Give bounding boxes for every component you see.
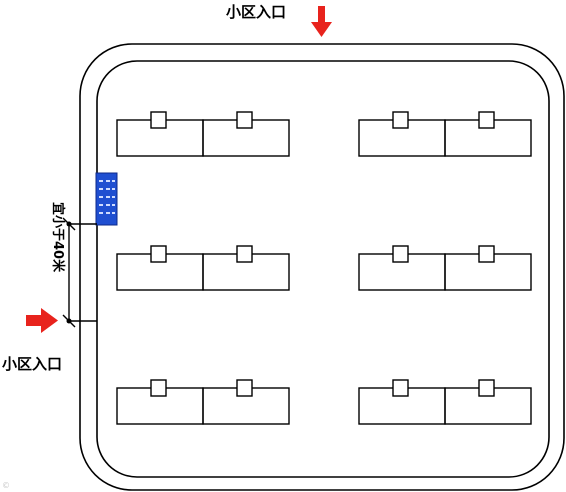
entrance-arrow-top bbox=[311, 6, 332, 37]
distance-note: 宜小于40米 bbox=[50, 202, 66, 273]
charging-station-icon bbox=[95, 172, 118, 226]
outer-road-boundary bbox=[79, 43, 565, 491]
charger-post-icon bbox=[392, 111, 409, 129]
inner-road-boundary bbox=[96, 60, 550, 478]
dimension-tick-bottom bbox=[66, 318, 72, 324]
charger-post-icon bbox=[478, 245, 495, 263]
charger-post-icon bbox=[150, 245, 167, 263]
dimension-tick-top bbox=[66, 221, 72, 227]
charger-post-icon bbox=[236, 379, 253, 397]
charger-post-icon bbox=[392, 379, 409, 397]
parking-spaces bbox=[116, 111, 532, 425]
charger-post-icon bbox=[236, 245, 253, 263]
charger-post-icon bbox=[392, 245, 409, 263]
entrance-label-top: 小区入口 bbox=[226, 3, 286, 21]
watermark-fragment: © bbox=[2, 481, 10, 490]
entrance-label-left: 小区入口 bbox=[2, 355, 62, 373]
charger-post-icon bbox=[478, 111, 495, 129]
entrance-arrow-left bbox=[26, 308, 58, 333]
charger-post-icon bbox=[236, 111, 253, 129]
charger-post-icon bbox=[150, 379, 167, 397]
charger-post-icon bbox=[478, 379, 495, 397]
charger-post-icon bbox=[150, 111, 167, 129]
